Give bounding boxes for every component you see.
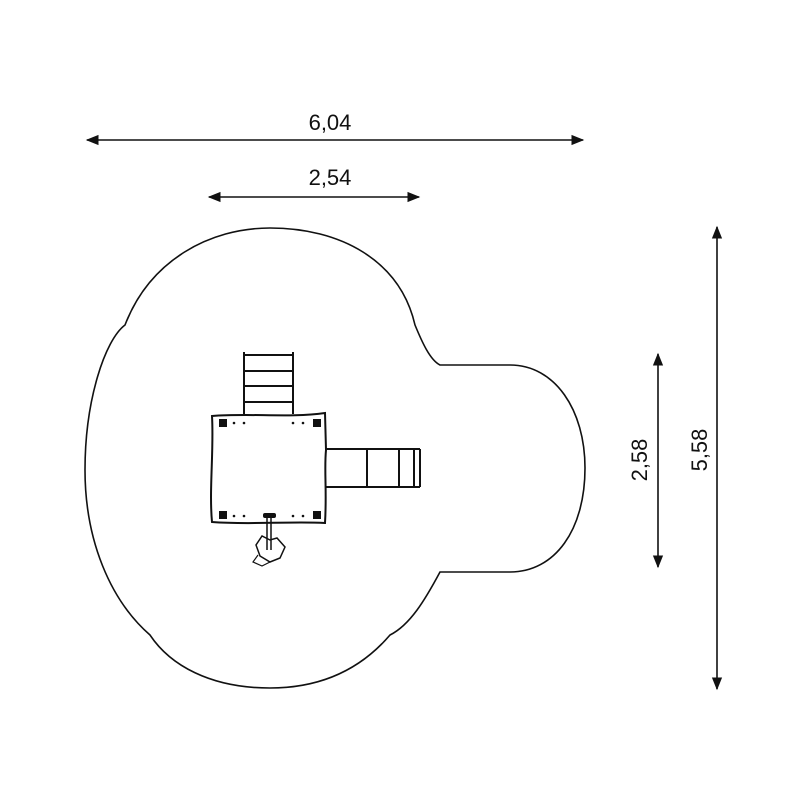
dimension-slide-lobe-depth: 2,58 — [627, 352, 664, 569]
slide — [326, 448, 421, 488]
dimension-label: 2,54 — [309, 165, 352, 190]
platform — [210, 411, 328, 525]
dimension-overall-width: 6,04 — [85, 110, 585, 146]
post — [313, 419, 321, 427]
dimension-label: 6,04 — [309, 110, 352, 135]
post — [219, 419, 227, 427]
ladder — [243, 352, 294, 414]
fireman-pole-with-rocks — [252, 513, 286, 567]
post — [219, 511, 227, 519]
post — [313, 511, 321, 519]
dimension-label: 5,58 — [687, 429, 712, 472]
safety-zone-outline — [84, 227, 586, 689]
dimension-label: 2,58 — [627, 439, 652, 482]
dimension-overall-depth: 5,58 — [687, 225, 723, 691]
dimension-platform-width: 2,54 — [207, 165, 421, 203]
